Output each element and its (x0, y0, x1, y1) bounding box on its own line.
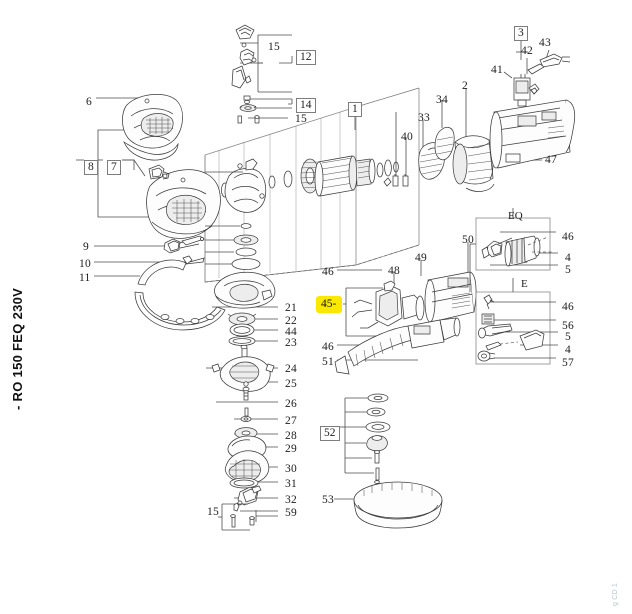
group-E-parts (477, 294, 545, 362)
part-callout-1[interactable]: 1 (348, 102, 362, 117)
part-callout-46[interactable]: 46 (562, 231, 574, 243)
part-callout-51[interactable]: 51 (322, 356, 334, 368)
part-callout-57[interactable]: 57 (562, 357, 574, 369)
group-45-frame (343, 287, 383, 337)
plane-washer-stack (205, 223, 261, 270)
part-callout-34[interactable]: 34 (436, 94, 448, 106)
part-callout-59[interactable]: 59 (285, 507, 297, 519)
part-27-washer (240, 407, 252, 422)
group-EQ-box (469, 208, 558, 292)
group-12-parts (231, 24, 257, 89)
part-2-stator (452, 135, 495, 192)
group-letter-EQ: EQ (508, 210, 523, 222)
part-callout-15[interactable]: 15 (295, 113, 307, 125)
leader-41 (503, 71, 513, 79)
part-32-bracket (237, 485, 262, 506)
part-callout-33[interactable]: 33 (418, 112, 430, 124)
group-52-frame (340, 397, 374, 474)
part-callout-6[interactable]: 6 (86, 96, 92, 108)
part-callout-28[interactable]: 28 (285, 430, 297, 442)
part-callout-43[interactable]: 43 (539, 37, 551, 49)
part-41-switch (513, 74, 531, 107)
part-callout-7[interactable]: 7 (107, 160, 121, 175)
part-25-screw (242, 386, 250, 401)
part-11-guard (134, 255, 226, 331)
motor-housing-right (489, 99, 576, 169)
part-34-cap (434, 126, 455, 161)
part-callout-12[interactable]: 12 (296, 50, 316, 65)
part-callout-21[interactable]: 21 (285, 302, 297, 314)
part-callout-42[interactable]: 42 (521, 45, 533, 57)
part-callout-56[interactable]: 56 (562, 320, 574, 332)
part-callout-3[interactable]: 3 (514, 26, 528, 41)
part-callout-15[interactable]: 15 (268, 41, 280, 53)
sheet-footer-code: g CD 1 (612, 583, 619, 606)
part-callout-41[interactable]: 41 (491, 64, 503, 76)
part-51-hose (334, 317, 461, 375)
part-callout-10[interactable]: 10 (79, 258, 91, 270)
part-callout-5[interactable]: 5 (565, 331, 571, 343)
part-28-bearing (234, 427, 258, 439)
part-callout-32[interactable]: 32 (285, 494, 297, 506)
part-callout-27[interactable]: 27 (285, 415, 297, 427)
part-callout-5[interactable]: 5 (565, 264, 571, 276)
part-callout-8[interactable]: 8 (84, 160, 98, 175)
highlighted-part-45[interactable]: 45- (316, 296, 343, 313)
group-15-lower-parts (230, 502, 255, 528)
part-callout-50[interactable]: 50 (462, 234, 474, 246)
part-42-lever (528, 83, 540, 95)
part-callout-46[interactable]: 46 (562, 301, 574, 313)
part-23-oring (228, 336, 256, 346)
part-callout-30[interactable]: 30 (285, 463, 297, 475)
part-callout-49[interactable]: 49 (415, 252, 427, 264)
gear-housing-part (205, 158, 267, 213)
part-9-clamp (163, 235, 205, 254)
part-callout-46[interactable]: 46 (322, 266, 334, 278)
part-callout-15[interactable]: 15 (207, 506, 219, 518)
part-callout-48[interactable]: 48 (388, 265, 400, 277)
group-52-parts (365, 393, 391, 484)
part-callout-44[interactable]: 44 (285, 326, 297, 338)
part-44-oring (229, 323, 255, 337)
part-callout-29[interactable]: 29 (285, 443, 297, 455)
part-24-eccentric (211, 344, 275, 392)
part-callout-4[interactable]: 4 (565, 344, 571, 356)
part-43-cord (527, 53, 571, 75)
group-15-lower-frame (218, 503, 278, 531)
part-callout-4[interactable]: 4 (565, 252, 571, 264)
highlight-label: 45- (321, 298, 337, 310)
part-30-brake (224, 450, 270, 484)
part-callout-23[interactable]: 23 (285, 337, 297, 349)
part-callout-14[interactable]: 14 (296, 98, 316, 113)
part-31-ring (229, 477, 259, 489)
part-callout-31[interactable]: 31 (285, 478, 297, 490)
part-21-pad-housing (214, 271, 276, 309)
sheet-side-title: - RO 150 FEQ 230V (10, 287, 25, 410)
group-12-frame (240, 34, 293, 93)
group-14-parts (237, 95, 260, 124)
part-6-housing (122, 93, 183, 161)
part-callout-25[interactable]: 25 (285, 378, 297, 390)
part-7-housing (146, 169, 221, 239)
part-callout-47[interactable]: 47 (545, 154, 557, 166)
part-callout-52[interactable]: 52 (320, 426, 340, 441)
group-letter-E: E (521, 278, 528, 290)
part-callout-11[interactable]: 11 (79, 272, 91, 284)
part-callout-26[interactable]: 26 (285, 398, 297, 410)
part-22-washer (227, 312, 257, 326)
part-7-small (148, 164, 170, 180)
part-callout-40[interactable]: 40 (401, 131, 413, 143)
part-callout-22[interactable]: 22 (285, 315, 297, 327)
part-callout-53[interactable]: 53 (322, 494, 334, 506)
part-callout-2[interactable]: 2 (462, 80, 468, 92)
part-callout-24[interactable]: 24 (285, 363, 297, 375)
part-49-cylinder (424, 271, 477, 323)
group-EQ-parts (481, 235, 554, 267)
part-53-ring (353, 481, 443, 529)
part-40-brushes (383, 174, 409, 187)
part-callout-9[interactable]: 9 (83, 241, 89, 253)
part-callout-46[interactable]: 46 (322, 341, 334, 353)
